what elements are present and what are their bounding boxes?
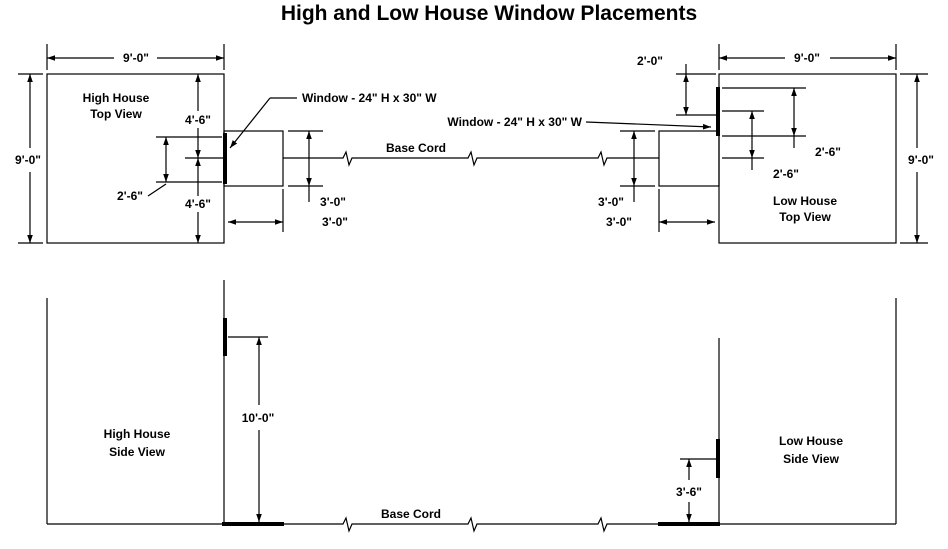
base-cord-side-text: Base Cord [381,507,441,521]
base-cord-top: Base Cord [283,141,659,167]
high-top-lower-text: 4'-6" [185,197,211,211]
low-top-width-text: 9'-0" [794,51,820,65]
base-cord-top-text: Base Cord [386,141,446,155]
high-top-callout-leader [229,97,271,149]
low-top-box-width-text: 3'-0" [606,215,632,229]
high-house-top-label-line1: High House [83,91,150,105]
high-top-window-text: 2'-6" [117,189,143,203]
low-house-top-view: Low House Top View 9'-0" 9'-0" 2'-0" 2'-… [447,44,934,244]
high-top-upper-text: 4'-6" [185,113,211,127]
high-top-box-depth-text: 3'-0" [320,195,346,209]
high-side-label-line2: Side View [109,445,165,459]
low-top-box-depth-text: 3'-0" [598,195,624,209]
base-cord-top-line [283,150,659,167]
low-house-top-label-line2: Top View [779,210,831,224]
low-house-top-label-line1: Low House [773,194,837,208]
low-top-offset-text: 2'-0" [637,54,663,68]
high-side-label-line1: High House [104,427,171,441]
low-side-label-line1: Low House [779,434,843,448]
low-top-window-box [658,130,720,187]
base-cord-side-line [47,516,896,533]
high-top-height-text: 9'-0" [15,153,41,167]
high-side-height-text: 10'-0" [242,411,275,425]
low-side-height-text: 3'-6" [676,485,702,499]
low-top-callout-text: Window - 24" H x 30" W [447,115,582,129]
high-top-callout-text: Window - 24" H x 30" W [302,91,437,105]
low-top-height-text: 9'-0" [908,153,934,167]
high-house-side-view: 10'-0" High House Side View [46,280,275,524]
low-house-side-view: 3'-6" Low House Side View [676,298,897,524]
high-top-box-width-text: 3'-0" [322,215,348,229]
low-top-window2-text: 2'-6" [773,167,799,181]
high-top-window-box [223,130,284,187]
low-top-window1-text: 2'-6" [815,145,841,159]
high-top-width-text: 9'-0" [123,51,149,65]
high-house-top-view: High House Top View 9'-0" 9'-0" 4'-6" 4'… [15,44,437,244]
base-cord-side: Base Cord [47,507,896,533]
low-top-callout-leader [585,121,712,130]
high-house-top-label-line2: Top View [90,107,142,121]
page-title: High and Low House Window Placements [280,2,698,25]
high-top-window-leader [147,183,167,197]
low-side-label-line2: Side View [783,452,839,466]
